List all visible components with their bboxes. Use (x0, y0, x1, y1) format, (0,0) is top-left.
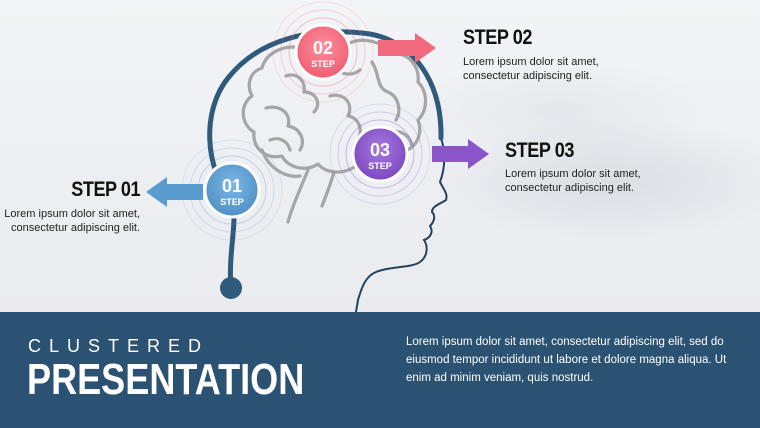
step-02-badge: 02 STEP (294, 23, 352, 81)
step-01-arrow-icon (146, 177, 203, 207)
step-03-label: STEP (368, 161, 392, 171)
footer-body-line-1: Lorem ipsum dolor sit amet, consectetur … (406, 336, 724, 348)
step-01-number: 01 (222, 176, 242, 196)
step-01-description: Lorem ipsum dolor sit amet, consectetur … (4, 207, 140, 235)
step-03-title: STEP 03 (505, 139, 574, 162)
step-03-badge: 03 STEP (351, 125, 409, 183)
step-03-desc-line-1: Lorem ipsum dolor sit amet, (505, 168, 641, 180)
footer-title: PRESENTATION (27, 355, 305, 404)
step-02-description: Lorem ipsum dolor sit amet, consectetur … (463, 55, 599, 83)
step-03-description: Lorem ipsum dolor sit amet, consectetur … (505, 167, 641, 195)
footer-body-line-3: enim ad minim veniam, quis nostrud. (406, 372, 594, 384)
step-02-title: STEP 02 (463, 26, 532, 49)
footer-body: Lorem ipsum dolor sit amet, consectetur … (406, 333, 736, 387)
head-profile (355, 137, 448, 312)
step-01-title: STEP 01 (71, 178, 140, 201)
step-03-desc-line-2: consectetur adipiscing elit. (505, 182, 635, 194)
step-02-ripples (272, 1, 374, 103)
brain-diagram: 01 STEP 02 STEP 03 STEP (146, 1, 489, 312)
footer-band (0, 312, 760, 428)
footer-kicker: CLUSTERED (28, 336, 210, 356)
step-01-desc-line-2: consectetur adipiscing elit. (10, 222, 140, 234)
step-01-badge: 01 STEP (203, 161, 261, 219)
step-02-desc-line-2: consectetur adipiscing elit. (463, 70, 593, 82)
footer-body-line-2: eiusmod tempor incididunt ut labore et d… (406, 354, 727, 366)
head-arc-end-dot (220, 277, 242, 299)
step-02-arrow-icon (378, 33, 436, 63)
step-02-desc-line-1: Lorem ipsum dolor sit amet, (463, 56, 599, 68)
step-01-label: STEP (220, 197, 244, 207)
step-02-number: 02 (313, 38, 333, 58)
step-01-desc-line-1: Lorem ipsum dolor sit amet, (4, 208, 140, 220)
step-03-ripples (329, 103, 431, 205)
step-03-arrow-icon (432, 139, 489, 169)
step-02-label: STEP (311, 59, 335, 69)
step-03-number: 03 (370, 140, 390, 160)
